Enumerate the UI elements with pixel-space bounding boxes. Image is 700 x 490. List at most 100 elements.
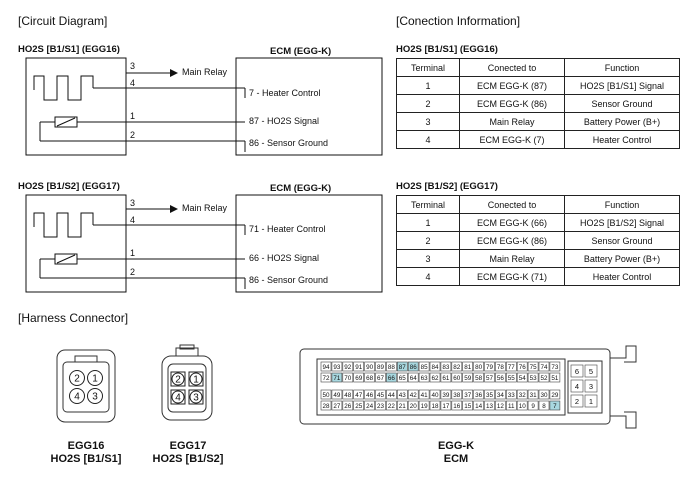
ecm-pin-label: 19 — [421, 403, 429, 410]
egg16-pin-label: 2 — [74, 374, 80, 385]
ecm-pin-62 — [429, 372, 441, 383]
ecm-pin-label: 27 — [333, 403, 341, 410]
arrow-main-relay-1 — [170, 69, 178, 77]
circuit-diagram-title: [Circuit Diagram] — [18, 14, 108, 28]
ecm-pin-label: 67 — [377, 375, 385, 382]
ecm-pin-label: 32 — [519, 392, 527, 399]
ecm-pin-75 — [527, 361, 539, 372]
ecm-pin-50 — [320, 389, 332, 400]
pin-4-label: 4 — [130, 215, 136, 225]
ecm-pin-label: 11 — [508, 403, 515, 410]
ecm-pin-16 — [451, 400, 463, 411]
egg16-pin-label: 4 — [74, 392, 80, 403]
ecm-pin-label: 16 — [453, 403, 461, 410]
egg16-housing — [56, 349, 116, 423]
ecm-side-pin-3 — [584, 379, 598, 393]
ecm-pin-74 — [538, 361, 550, 372]
ecm-pin-label: 52 — [540, 375, 548, 382]
ecm-pin-34 — [495, 389, 506, 400]
ecm-pin-label: 31 — [530, 392, 538, 399]
sensor1-box — [25, 57, 127, 156]
ecm-pin-31 — [527, 389, 539, 400]
ecm-pin-label: 84 — [431, 364, 439, 371]
sensor2-title: HO2S [B1/S2] (EGG17) — [18, 181, 120, 192]
ecm-pin-label: 60 — [453, 375, 461, 382]
ecm-pin-label: 17 — [442, 403, 450, 410]
ecm-pin-label: 29 — [551, 392, 559, 399]
pin-3-label: 3 — [130, 61, 136, 71]
ecm-pin-label: 79 — [486, 364, 494, 371]
ecm-pin-79 — [484, 361, 495, 372]
ecm-pin-19 — [418, 400, 430, 411]
ecm-pin-35 — [484, 389, 495, 400]
egg17-pin-label: 2 — [175, 375, 181, 386]
table-row: 4 ECM EGG-K (7) Heater Control — [396, 130, 680, 149]
ecm-pin-label: 40 — [431, 392, 439, 399]
ecm-pin-10 — [516, 400, 528, 411]
egg16-pin-3 — [87, 388, 103, 404]
ecm-pin-81 — [462, 361, 474, 372]
ecm-pin-54 — [516, 372, 528, 383]
ecm-pin-label: 63 — [421, 375, 429, 382]
ecm-pin-91 — [353, 361, 365, 372]
cell-function: Heater Control — [564, 130, 680, 149]
ecm-pin-label: 85 — [421, 364, 429, 371]
ecm-pin-label: 49 — [333, 392, 341, 399]
ecm-pin-78 — [495, 361, 506, 372]
ecm2-box — [235, 194, 383, 293]
ecm-pin-label: 47 — [355, 392, 363, 399]
pin-4-label: 4 — [130, 78, 136, 88]
ecm-pin-label: 8 — [542, 403, 546, 410]
ecm-pin-label: 14 — [475, 403, 483, 410]
ecm-pin-label: 89 — [377, 364, 385, 371]
pin-2-label: 2 — [130, 130, 136, 140]
ecm1-box — [235, 57, 383, 156]
egg17-pin-label: 1 — [193, 375, 199, 386]
ecm-pin-label: 57 — [486, 375, 494, 382]
ecm-pin-label: 46 — [366, 392, 374, 399]
ecm-name: EGG-K — [437, 440, 475, 452]
ecm-pin-70 — [342, 372, 354, 383]
ecm-pin-label: 39 — [442, 392, 450, 399]
ecm-pin-80 — [473, 361, 484, 372]
harness-connector-title: [Harness Connector] — [18, 311, 129, 325]
ecm-pin-label: 68 — [366, 375, 374, 382]
ecm-pin-label: 62 — [431, 375, 439, 382]
ecm-pin-label: 74 — [540, 364, 548, 371]
ecm-side-pin-label: 1 — [589, 397, 593, 406]
ecm-pin-52 — [538, 372, 550, 383]
table2-title: HO2S [B1/S2] (EGG17) — [396, 181, 498, 192]
ecm-side-pin-4 — [570, 379, 584, 393]
ecm-pin-64 — [407, 372, 419, 383]
pin-2-label: 2 — [130, 267, 136, 277]
ecm-pin-label: 7 — [553, 403, 557, 410]
cell-terminal: 4 — [396, 130, 460, 149]
arrow-main-relay-2 — [170, 205, 178, 213]
ecm-pin-36 — [473, 389, 484, 400]
ecm-pin-43 — [396, 389, 408, 400]
ecm-pin-label: 48 — [344, 392, 352, 399]
ecm-pin-label: 36 — [475, 392, 483, 399]
ecm-pin-66 — [386, 372, 397, 383]
sensor2-box — [25, 194, 127, 293]
ecm-pin-label: 33 — [508, 392, 516, 399]
pin-3-label: 3 — [130, 198, 136, 208]
ecm-connector-housing — [299, 348, 611, 425]
ecm-pin-11 — [505, 400, 517, 411]
ecm-pin-label: 94 — [322, 364, 330, 371]
ecm-pin-93 — [331, 361, 343, 372]
ecm-pin-67 — [375, 372, 386, 383]
cell-terminal: 4 — [396, 267, 460, 286]
ecm-pin-77 — [505, 361, 517, 372]
egg16-pin-label: 1 — [92, 374, 98, 385]
egg17-pin-label: 4 — [175, 393, 181, 404]
sensor1-title: HO2S [B1/S1] (EGG16) — [18, 44, 120, 55]
cell-function: Heater Control — [564, 267, 680, 286]
egg16-pin-2 — [69, 370, 85, 386]
ecm-pin-label: 25 — [355, 403, 363, 410]
ecm-side-pin-5 — [584, 364, 598, 378]
ecm-pin-29 — [549, 389, 561, 400]
ecm-pin-15 — [462, 400, 474, 411]
